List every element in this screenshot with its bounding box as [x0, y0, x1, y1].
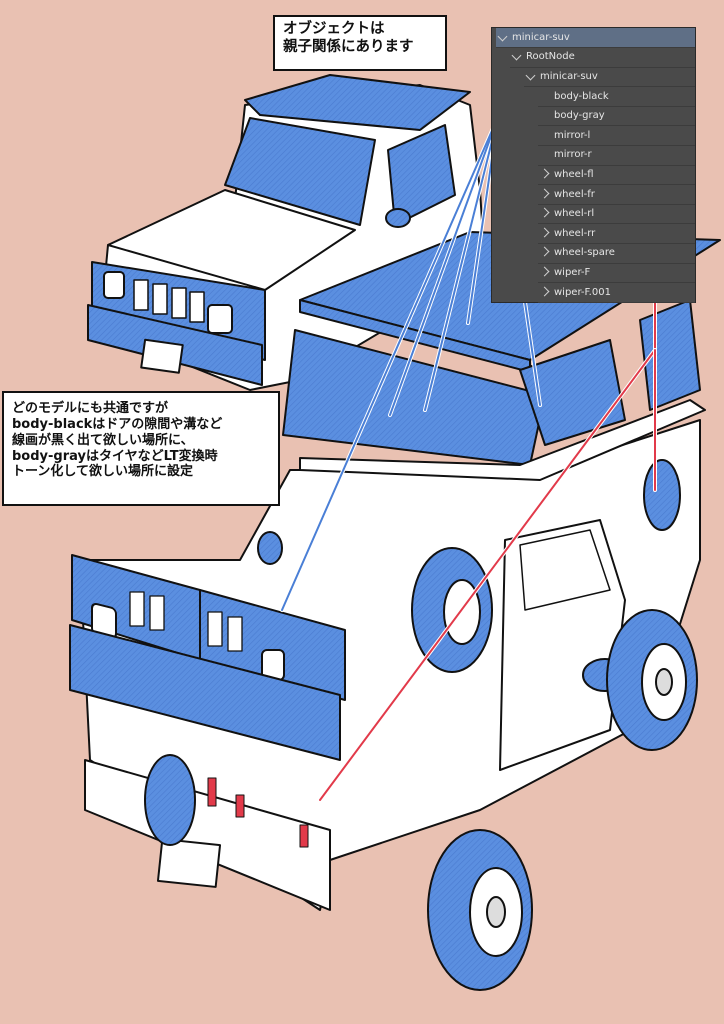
outliner-row-rootnode[interactable]: RootNode: [492, 48, 695, 68]
callout-top-line-1: オブジェクトは: [283, 21, 385, 37]
outliner-row-label: wiper-F.001: [554, 286, 611, 298]
wheel-left: [144, 754, 196, 846]
outliner-row-label: mirror-r: [554, 149, 592, 161]
outliner-row-label: wheel-fl: [554, 168, 594, 180]
outliner-row-body-black[interactable]: body-black: [492, 87, 695, 107]
callout-left-line-4: body-grayはタイヤなどLT変換時: [12, 448, 218, 464]
outliner-row-wiper-f-001[interactable]: wiper-F.001: [492, 283, 695, 303]
outliner-row-label: mirror-l: [554, 129, 591, 141]
outliner-row-label: body-gray: [554, 110, 605, 122]
outliner-row-minicar-suv[interactable]: minicar-suv: [492, 67, 695, 88]
outliner-row-wheel-spare[interactable]: wheel-spare: [492, 244, 695, 264]
outliner-row-label: wheel-fr: [554, 188, 595, 200]
callout-left-line-5: トーン化して欲しい場所に設定: [12, 464, 193, 480]
outliner-row-wheel-rl[interactable]: wheel-rl: [492, 204, 695, 225]
wheel-front: [427, 829, 533, 991]
expand-chevron-icon[interactable]: [538, 266, 550, 278]
wheel-rear: [411, 547, 493, 673]
expand-chevron-icon[interactable]: [538, 207, 550, 219]
outliner-row-label: wheel-rr: [554, 227, 596, 239]
outliner-row-wiper-f[interactable]: wiper-F: [492, 263, 695, 284]
outliner-row-mirror-r[interactable]: mirror-r: [492, 146, 695, 166]
outliner-row-label: body-black: [554, 90, 609, 102]
outliner-row-label: RootNode: [526, 51, 575, 63]
expand-chevron-icon[interactable]: [538, 246, 550, 258]
outliner-row-label: wiper-F: [554, 266, 591, 278]
outliner-row-wheel-rr[interactable]: wheel-rr: [492, 224, 695, 245]
callout-left-line-2: body-blackはドアの隙間や溝など: [12, 416, 223, 432]
collapse-chevron-icon[interactable]: [496, 31, 508, 43]
callout-top-line-2: 親子関係にあります: [283, 38, 414, 55]
expand-chevron-icon[interactable]: [538, 168, 550, 180]
callout-left-line-1: どのモデルにも共通ですが: [12, 401, 169, 416]
collapse-chevron-icon[interactable]: [510, 50, 522, 62]
callout-hierarchy-note: オブジェクトは 親子関係にあります: [273, 15, 447, 71]
expand-chevron-icon[interactable]: [538, 188, 550, 200]
wheel-right: [606, 609, 698, 751]
outliner-row-body-gray[interactable]: body-gray: [492, 106, 695, 127]
expand-chevron-icon[interactable]: [538, 227, 550, 239]
callout-material-note: どのモデルにも共通ですが body-blackはドアの隙間や溝など 線画が黒く出…: [2, 391, 280, 506]
outliner-row-label: minicar-suv: [512, 31, 570, 43]
outliner-row-label: wheel-rl: [554, 208, 595, 220]
outliner-row-wheel-fr[interactable]: wheel-fr: [492, 185, 695, 205]
outliner-row-minicar-suv[interactable]: minicar-suv: [492, 27, 695, 49]
callout-left-line-3: 線画が黒く出て欲しい場所に、: [12, 432, 194, 448]
expand-chevron-icon[interactable]: [538, 286, 550, 298]
outliner-row-label: minicar-suv: [540, 70, 598, 82]
outliner-row-mirror-l[interactable]: mirror-l: [492, 126, 695, 147]
outliner-row-label: wheel-spare: [554, 247, 615, 259]
collapse-chevron-icon[interactable]: [524, 70, 536, 82]
outliner-row-wheel-fl[interactable]: wheel-fl: [492, 165, 695, 186]
